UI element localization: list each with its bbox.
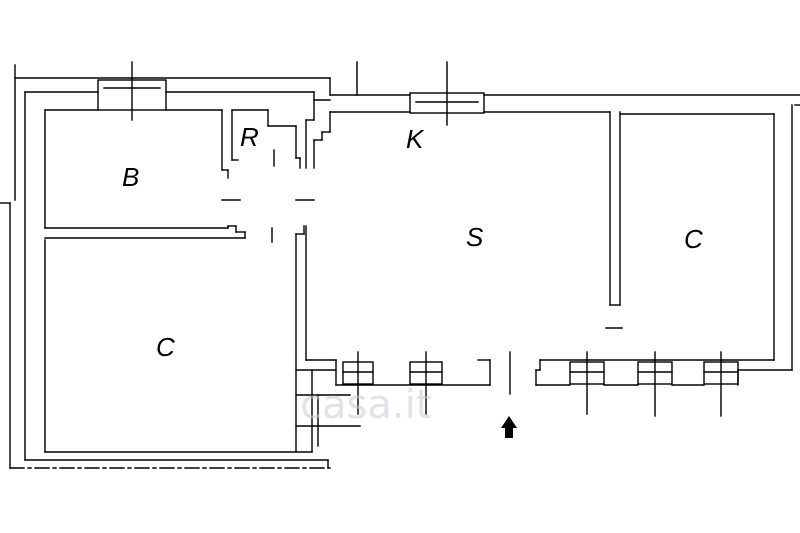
room-label-c-left: C [156,332,175,362]
room-label-s: S [466,222,484,252]
window-bottom-4 [637,351,673,417]
room-label-k: K [406,124,425,154]
watermark: casa.it [300,382,431,428]
window-bottom-5 [703,351,739,417]
entrance-arrow-icon [501,416,517,438]
room-c-left-walls [44,225,361,453]
window-bottom-2 [409,351,443,415]
room-r-walls [221,99,315,243]
room-label-r: R [240,122,259,152]
window-top-b [97,61,167,121]
property-boundary [0,64,331,469]
room-label-c-right: C [684,224,703,254]
window-top-k [409,61,485,126]
exterior-wall [24,91,800,469]
room-label-b: B [122,162,139,192]
room-s-walls [305,111,623,395]
window-bottom-3 [569,351,605,415]
room-b-walls [44,109,246,239]
window-bottom-1 [342,351,374,415]
room-c-right-walls [535,104,793,386]
